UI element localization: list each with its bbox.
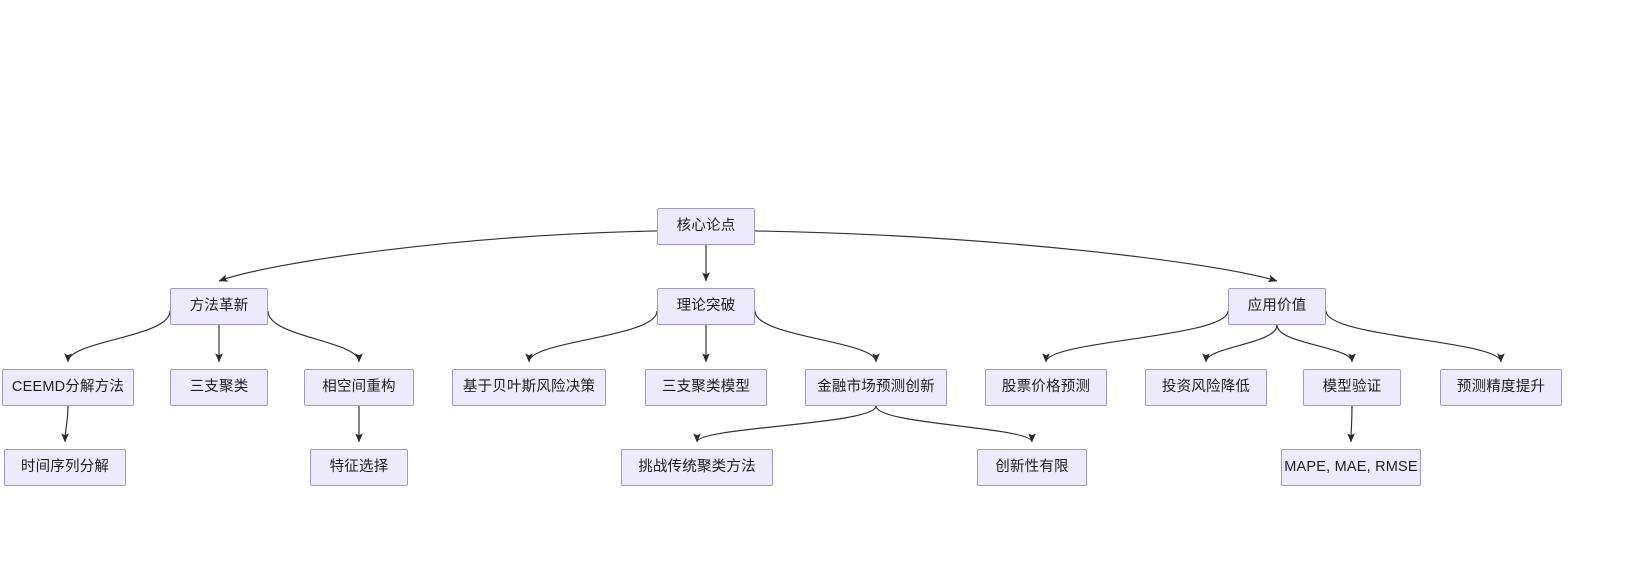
flowchart-node[interactable]: 挑战传统聚类方法 bbox=[621, 449, 773, 486]
node-label: 方法革新 bbox=[189, 298, 249, 315]
node-label: 核心论点 bbox=[676, 218, 736, 235]
node-label: 三支聚类 bbox=[189, 379, 249, 396]
flowchart-node[interactable]: MAPE, MAE, RMSE bbox=[1281, 449, 1421, 486]
node-label: 创新性有限 bbox=[995, 459, 1069, 476]
flowchart-edge bbox=[61, 405, 69, 443]
node-label: 金融市场预测创新 bbox=[817, 379, 935, 396]
node-label: 投资风险降低 bbox=[1161, 379, 1251, 396]
node-label: 理论突破 bbox=[676, 298, 736, 315]
flowchart-node[interactable]: 三支聚类 bbox=[170, 369, 268, 406]
flowchart-node[interactable]: CEEMD分解方法 bbox=[2, 369, 134, 406]
flowchart-node[interactable]: 金融市场预测创新 bbox=[805, 369, 947, 406]
flowchart-node[interactable]: 基于贝叶斯风险决策 bbox=[452, 369, 606, 406]
node-label: 挑战传统聚类方法 bbox=[638, 459, 756, 476]
flowchart-edge bbox=[875, 405, 1036, 443]
flowchart-node[interactable]: 方法革新 bbox=[170, 288, 268, 325]
flowchart-node[interactable]: 投资风险降低 bbox=[1145, 369, 1267, 406]
flowchart-node[interactable]: 特征选择 bbox=[310, 449, 408, 486]
flowchart-node[interactable]: 应用价值 bbox=[1228, 288, 1326, 325]
flowchart-node[interactable]: 三支聚类模型 bbox=[645, 369, 767, 406]
node-label: 时间序列分解 bbox=[20, 459, 110, 476]
flowchart-node[interactable]: 预测精度提升 bbox=[1440, 369, 1562, 406]
flowchart-edge bbox=[1276, 324, 1356, 363]
flowchart-node[interactable]: 创新性有限 bbox=[977, 449, 1087, 486]
node-label: 预测精度提升 bbox=[1456, 379, 1546, 396]
node-label: 模型验证 bbox=[1322, 379, 1382, 396]
flowchart-node[interactable]: 理论突破 bbox=[657, 288, 755, 325]
node-label: CEEMD分解方法 bbox=[11, 379, 125, 396]
flowchart-edge bbox=[218, 230, 658, 282]
flowchart-edge bbox=[693, 405, 877, 443]
edges-group bbox=[61, 230, 1505, 443]
flowchart-edge bbox=[754, 230, 1278, 283]
flowchart-edge bbox=[754, 310, 880, 363]
flowchart-edge bbox=[1325, 310, 1505, 363]
node-label: 三支聚类模型 bbox=[661, 379, 751, 396]
flowchart-edge bbox=[525, 310, 658, 363]
flowchart-node[interactable]: 相空间重构 bbox=[304, 369, 414, 406]
flowchart-node[interactable]: 时间序列分解 bbox=[4, 449, 126, 486]
flowchart-node[interactable]: 股票价格预测 bbox=[985, 369, 1107, 406]
flowchart-node[interactable]: 核心论点 bbox=[657, 208, 755, 245]
node-label: 基于贝叶斯风险决策 bbox=[462, 379, 596, 396]
node-label: 股票价格预测 bbox=[1001, 379, 1091, 396]
node-label: MAPE, MAE, RMSE bbox=[1284, 459, 1418, 476]
flowchart-edge bbox=[1347, 405, 1355, 443]
flowchart-edge bbox=[1202, 324, 1278, 363]
flowchart-edge bbox=[267, 310, 363, 363]
node-label: 特征选择 bbox=[329, 459, 389, 476]
node-label: 应用价值 bbox=[1247, 298, 1307, 315]
flowchart-edge bbox=[1042, 310, 1229, 363]
node-label: 相空间重构 bbox=[322, 379, 396, 396]
flowchart-edge bbox=[64, 310, 171, 363]
flowchart-node[interactable]: 模型验证 bbox=[1303, 369, 1401, 406]
